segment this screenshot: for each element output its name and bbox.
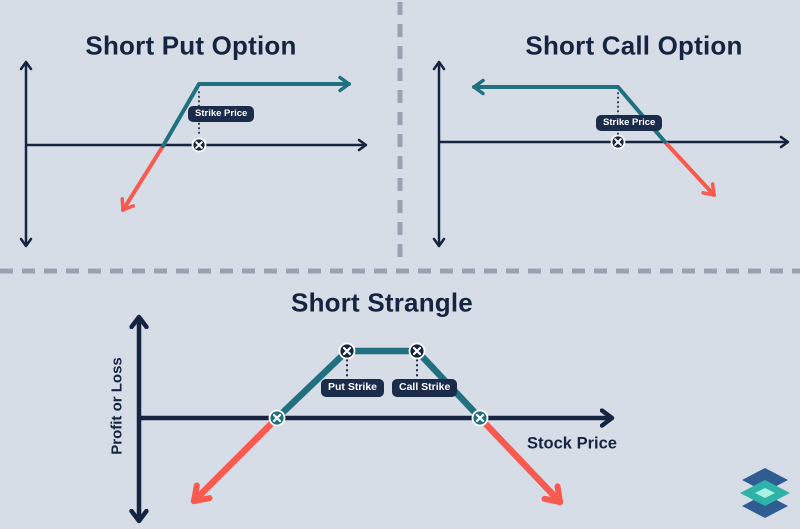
- call-strike-marker-icon: [408, 342, 426, 360]
- call-strike-badge: Call Strike: [392, 379, 458, 397]
- short-put-title: Short Put Option: [85, 30, 297, 61]
- brand-logo-icon: [740, 468, 790, 518]
- short-call-plot: [432, 60, 790, 248]
- breakeven-marker-icon: [268, 409, 286, 427]
- strike-marker-icon: [191, 137, 207, 153]
- strike-marker-icon: [610, 134, 626, 150]
- panel-dividers: [0, 2, 800, 274]
- strike-price-badge: Strike Price: [188, 106, 255, 123]
- call-loss-line: [663, 140, 716, 197]
- stock-price-axis-label: Stock Price: [527, 434, 617, 453]
- put-loss-line: [120, 144, 165, 212]
- strangle-loss-line-right: [476, 414, 564, 506]
- breakeven-marker-icon: [471, 409, 489, 427]
- short-put-plot: [19, 60, 368, 248]
- short-strangle-plot: [139, 317, 612, 521]
- put-strike-badge: Put Strike: [321, 379, 385, 397]
- put-strike-marker-icon: [338, 342, 356, 360]
- put-profit-line: [161, 75, 351, 148]
- strangle-loss-line-left: [190, 414, 281, 505]
- profit-loss-axis-label: Profit or Loss: [108, 357, 126, 455]
- short-strangle-title: Short Strangle: [291, 287, 473, 318]
- short-call-title: Short Call Option: [525, 30, 743, 61]
- strike-price-badge: Strike Price: [596, 115, 663, 132]
